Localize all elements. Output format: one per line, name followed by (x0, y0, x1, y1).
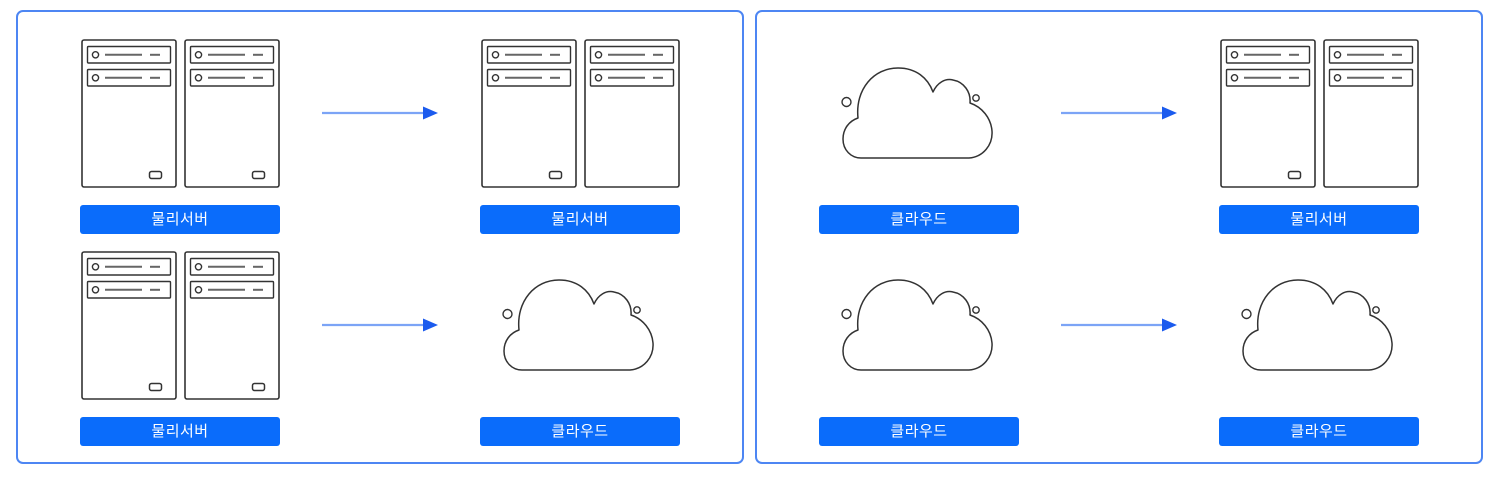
server-slot (1287, 170, 1301, 179)
source-icon-area (80, 38, 280, 188)
cloud-dot-right (972, 94, 980, 102)
arrow-zone (1019, 250, 1219, 400)
scenario-panel-left: 물리서버 물리서버 (16, 10, 744, 464)
server-tower-icon (480, 38, 577, 188)
server-slot (251, 382, 265, 391)
right-arrow-icon (1061, 106, 1177, 120)
server-slot (548, 170, 562, 179)
cloud-dot-left (841, 96, 852, 108)
source-node: 클라우드 (819, 250, 1019, 446)
target-icon-area (480, 38, 680, 188)
node-label: 클라우드 (819, 205, 1019, 234)
migration-row: 클라우드 클라우드 (819, 250, 1419, 446)
scenario-panel-right: 클라우드 물리서버 (755, 10, 1483, 464)
server-tower-icon (1219, 38, 1316, 188)
server-tower-icon (183, 38, 280, 188)
node-label: 물리서버 (1219, 205, 1419, 234)
node-label: 클라우드 (480, 417, 680, 446)
node-label: 클라우드 (819, 417, 1019, 446)
arrow-zone (280, 38, 480, 188)
server-slot (148, 382, 162, 391)
server-tower-icon (80, 38, 177, 188)
migration-row: 물리서버 클라우드 (80, 250, 680, 446)
target-node: 물리서버 (480, 38, 680, 234)
cloud-icon (841, 67, 993, 159)
cloud-dot-left (502, 308, 513, 320)
node-label: 클라우드 (1219, 417, 1419, 446)
cloud-dot-left (841, 308, 852, 320)
server-slot (148, 170, 162, 179)
cloud-dot-right (972, 306, 980, 314)
target-node: 클라우드 (1219, 250, 1419, 446)
target-icon-area (1219, 250, 1419, 400)
source-node: 물리서버 (80, 250, 280, 446)
target-node: 클라우드 (480, 250, 680, 446)
server-tower-icon (583, 38, 680, 188)
physical-servers-icon (480, 38, 680, 188)
server-tower-icon (1322, 38, 1419, 188)
target-icon-area (1219, 38, 1419, 188)
node-label: 물리서버 (80, 205, 280, 234)
source-node: 클라우드 (819, 38, 1019, 234)
arrow-zone (280, 250, 480, 400)
source-node: 물리서버 (80, 38, 280, 234)
physical-servers-icon (80, 250, 280, 400)
node-label: 물리서버 (80, 417, 280, 446)
target-icon-area (480, 250, 680, 400)
source-icon-area (80, 250, 280, 400)
physical-servers-icon (1219, 38, 1419, 188)
cloud-icon (1241, 279, 1393, 371)
cloud-icon (502, 279, 654, 371)
cloud-icon (841, 279, 993, 371)
server-tower-icon (80, 250, 177, 400)
migration-row: 클라우드 물리서버 (819, 38, 1419, 234)
migration-row: 물리서버 물리서버 (80, 38, 680, 234)
cloud-dot-right (633, 306, 641, 314)
arrow-zone (1019, 38, 1219, 188)
physical-servers-icon (80, 38, 280, 188)
right-arrow-icon (322, 318, 438, 332)
cloud-dot-left (1241, 308, 1252, 320)
source-icon-area (819, 250, 1019, 400)
right-arrow-icon (322, 106, 438, 120)
server-tower-icon (183, 250, 280, 400)
target-node: 물리서버 (1219, 38, 1419, 234)
right-arrow-icon (1061, 318, 1177, 332)
source-icon-area (819, 38, 1019, 188)
server-slot (251, 170, 265, 179)
cloud-dot-right (1372, 306, 1380, 314)
node-label: 물리서버 (480, 205, 680, 234)
